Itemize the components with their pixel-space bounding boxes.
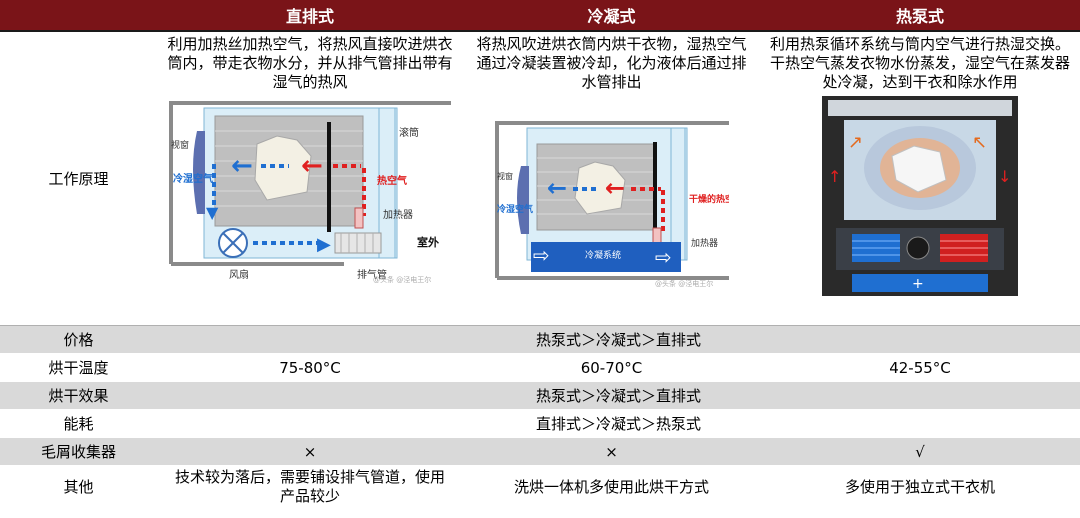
label-drum: 滚筒 [399,126,419,139]
condenser-label-dry-hot-air: 干燥的热空气 [689,193,729,205]
cell-condenser: 60-70°C [463,353,760,382]
heat-pump-diagram: ↗ ↖ ↑ ↓ + [822,96,1018,296]
cell-direct-vent: × [157,437,463,466]
header-direct-vent: 直排式 [157,0,463,32]
condenser-shirt-icon [573,161,626,215]
cell-condenser: × [463,437,760,466]
hot-air-arrow-2-icon: ↖ [972,132,987,153]
condenser-diagram: ← ← ⇨ 冷凝系统 ⇨ 视窗 冷湿空气 干燥的热空气 加热器 @ [494,116,729,288]
working-principle-label: 工作原理 [0,31,157,326]
cell-heat-pump: 多使用于独立式干衣机 [760,465,1080,509]
viewing-window-icon [193,131,205,214]
row-label: 毛屑收集器 [0,437,157,466]
row-label: 其他 [0,465,157,509]
cell-direct-vent: 技术较为落后，需要铺设排气管道，使用产品较少 [157,465,463,509]
row-label: 烘干温度 [0,353,157,382]
header-condenser: 冷凝式 [463,0,760,32]
cell-heat-pump: √ [760,437,1080,466]
diagram-watermark: @头条 @泾电王尔 [373,275,431,284]
header-heat-pump: 热泵式 [760,0,1080,32]
heat-pump-description: 利用热泵循环系统与筒内空气进行热湿交换。干热空气蒸发衣物水份蒸发，湿空气在蒸发器… [769,35,1070,91]
arrow-left-hot-icon: ← [301,151,323,181]
cell-heat-pump: 42-55°C [760,353,1080,382]
row-drying-effect: 烘干效果 热泵式＞冷凝式＞直排式 [0,381,1080,410]
condenser-system-block [530,242,681,272]
row-other: 其他 技术较为落后，需要铺设排气管道，使用产品较少 洗烘一体机多使用此烘干方式 … [0,465,1080,509]
condenser-arrow-left-icon: ← [547,174,567,202]
label-fan: 风扇 [229,268,249,281]
condenser-arrow-right-2-icon: ⇨ [655,245,672,269]
heat-pump-shirt-icon [891,145,947,193]
condenser-viewing-window-icon [516,166,529,234]
header-row: 直排式 冷凝式 热泵式 [0,0,1080,32]
direct-vent-principle-cell: 利用加热丝加热空气，将热风直接吹进烘衣筒内，带走衣物水分，并从排气管排出带有湿气… [157,31,463,326]
arrow-left-icon: ← [231,151,253,181]
arrow-right-icon: ▶ [317,234,331,255]
condenser-description: 将热风吹进烘衣筒内烘干衣物，湿热空气通过冷凝装置被冷却，化为液体后通过排水管排出 [476,35,747,91]
row-label: 能耗 [0,409,157,438]
condenser-label-viewing-window: 视窗 [497,171,513,181]
label-condenser-system: 冷凝系统 [585,249,621,261]
cell-condenser: 洗烘一体机多使用此烘干方式 [463,465,760,509]
direct-vent-description: 利用加热丝加热空气，将热风直接吹进烘衣筒内，带走衣物水分，并从排气管排出带有湿气… [167,35,453,91]
row-value: 热泵式＞冷凝式＞直排式 [157,381,1080,410]
water-plus-icon: + [912,276,924,292]
cell-direct-vent: 75-80°C [157,353,463,382]
label-hot-air: 热空气 [377,174,407,187]
condenser-principle-cell: 将热风吹进烘衣筒内烘干衣物，湿热空气通过冷凝装置被冷却，化为液体后通过排水管排出… [463,31,760,326]
label-viewing-window: 视窗 [171,139,189,151]
compressor-icon [906,236,930,260]
row-value: 直排式＞冷凝式＞热泵式 [157,409,1080,438]
condenser-arrow-left-hot-icon: ← [605,174,625,202]
heat-pump-principle-cell: 利用热泵循环系统与筒内空气进行热湿交换。干热空气蒸发衣物水份蒸发，湿空气在蒸发器… [760,31,1080,326]
label-heater: 加热器 [383,208,413,221]
label-exhaust-pipe: 排气管 [357,268,387,281]
condenser-diagram-watermark: @头条 @泾电王尔 [655,279,713,288]
label-cold-humid-air: 冷湿空气 [173,172,213,185]
condenser-label-heater: 加热器 [691,237,718,249]
row-value: 热泵式＞冷凝式＞直排式 [157,325,1080,354]
hot-air-arrow-icon: ↗ [848,132,863,153]
condenser-arrow-right-icon: ⇨ [533,243,550,267]
direct-vent-diagram: ← ← ▼ ▶ [169,96,451,292]
header-empty [0,0,157,32]
condenser-label-cold-air: 冷湿空气 [497,203,533,215]
row-drying-temperature: 烘干温度 75-80°C 60-70°C 42-55°C [0,353,1080,382]
label-outside: 室外 [417,235,439,249]
row-label: 烘干效果 [0,381,157,410]
row-label: 价格 [0,325,157,354]
row-price: 价格 热泵式＞冷凝式＞直排式 [0,325,1080,354]
working-principle-row: 工作原理 利用加热丝加热空气，将热风直接吹进烘衣筒内，带走衣物水分，并从排气管排… [0,31,1080,326]
heat-pump-arrow-up-icon: ↑ [828,167,841,186]
svg-text:▼: ▼ [206,203,219,222]
heat-pump-arrow-down-icon: ↓ [998,167,1011,186]
row-energy-consumption: 能耗 直排式＞冷凝式＞热泵式 [0,409,1080,438]
row-lint-collector: 毛屑收集器 × × √ [0,437,1080,466]
